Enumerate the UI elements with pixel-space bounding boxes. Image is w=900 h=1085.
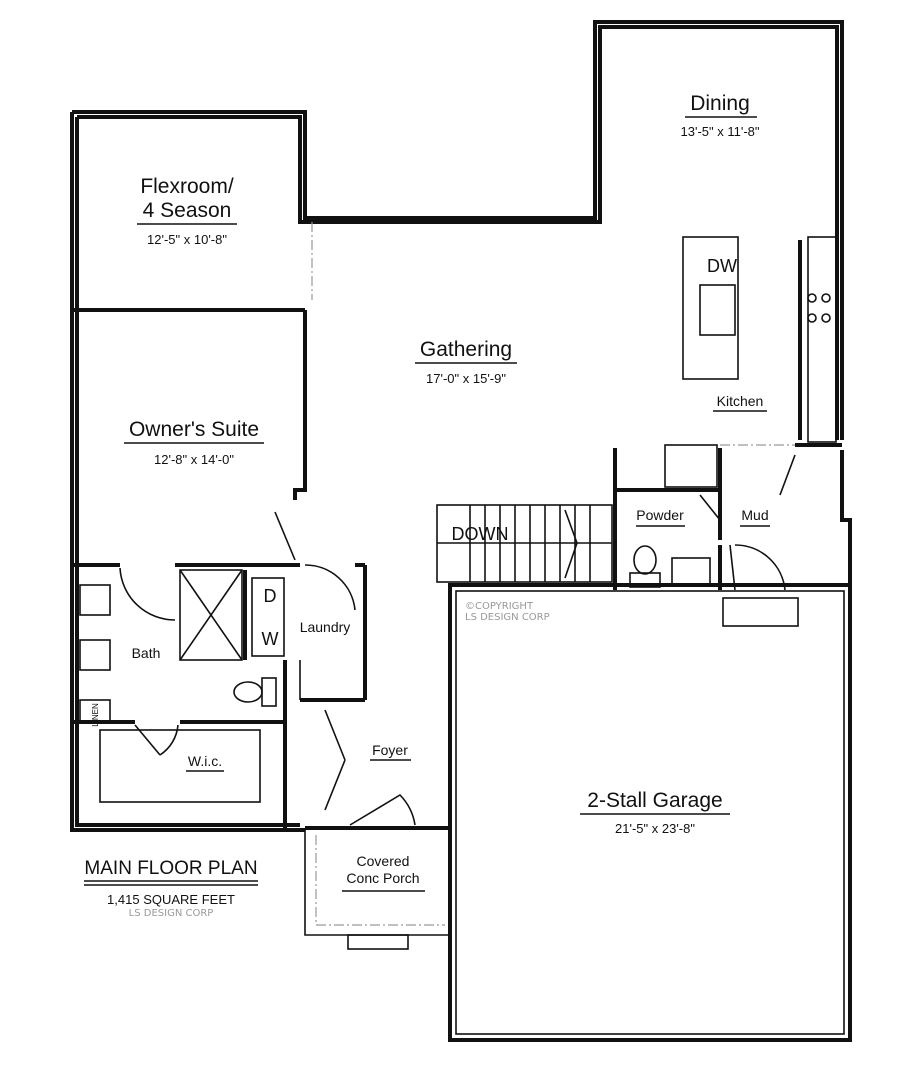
flexroom-label-2: 4 Season: [143, 199, 232, 222]
powder-sink-icon: [671, 557, 711, 587]
stairs-label: DOWN: [452, 524, 509, 544]
owners-suite-dims: 12'-8" x 14'-0": [154, 452, 234, 467]
foyer-label: Foyer: [372, 742, 408, 758]
garage-dims: 21'-5" x 23'-8": [615, 821, 695, 836]
toilet-icon: [233, 681, 263, 703]
plan-credit: LS DESIGN CORP: [129, 908, 214, 919]
doors: [119, 454, 796, 826]
porch-label: Covered: [357, 853, 410, 869]
dryer-label: D: [264, 586, 277, 606]
copyright-mark: ©COPYRIGHT: [465, 601, 534, 612]
interior-walls: [72, 222, 842, 828]
flexroom-label: Flexroom/: [140, 175, 234, 198]
dining-label: Dining: [690, 92, 750, 115]
mud-label: Mud: [741, 507, 768, 523]
powder-label: Powder: [636, 507, 684, 523]
kitchen-sink-icon: [699, 284, 736, 336]
wic-label: W.i.c.: [188, 753, 222, 769]
labels: Dining 13'-5" x 11'-8" Flexroom/ 4 Seaso…: [84, 92, 770, 919]
kitchen-label: Kitchen: [717, 393, 764, 409]
owners-suite-label: Owner's Suite: [129, 418, 259, 441]
washer-label: W: [262, 629, 279, 649]
garage-label: 2-Stall Garage: [587, 789, 722, 812]
porch-label-2: Conc Porch: [346, 870, 419, 886]
plan-area: 1,415 SQUARE FEET: [107, 892, 235, 907]
flexroom-dims: 12'-5" x 10'-8": [147, 232, 227, 247]
shower: [179, 569, 243, 661]
dining-dims: 13'-5" x 11'-8": [681, 124, 760, 139]
toilet-icon: [633, 545, 657, 575]
vanity-sink-icon: [79, 639, 111, 671]
gathering-dims: 17'-0" x 15'-9": [426, 371, 506, 386]
copyright-company: LS DESIGN CORP: [465, 612, 550, 623]
dishwasher-label: DW: [707, 256, 737, 276]
gathering-label: Gathering: [420, 338, 512, 361]
cooktop-icon: [807, 293, 831, 323]
linen-label: LINEN: [91, 703, 100, 727]
closet-shelving: [99, 729, 261, 803]
plan-title: MAIN FLOOR PLAN: [84, 858, 257, 879]
bath-label: Bath: [132, 645, 161, 661]
stair-treads: [437, 505, 612, 582]
vanity-sink-icon: [79, 584, 111, 616]
fixtures: [79, 236, 837, 803]
laundry-label: Laundry: [300, 619, 351, 635]
